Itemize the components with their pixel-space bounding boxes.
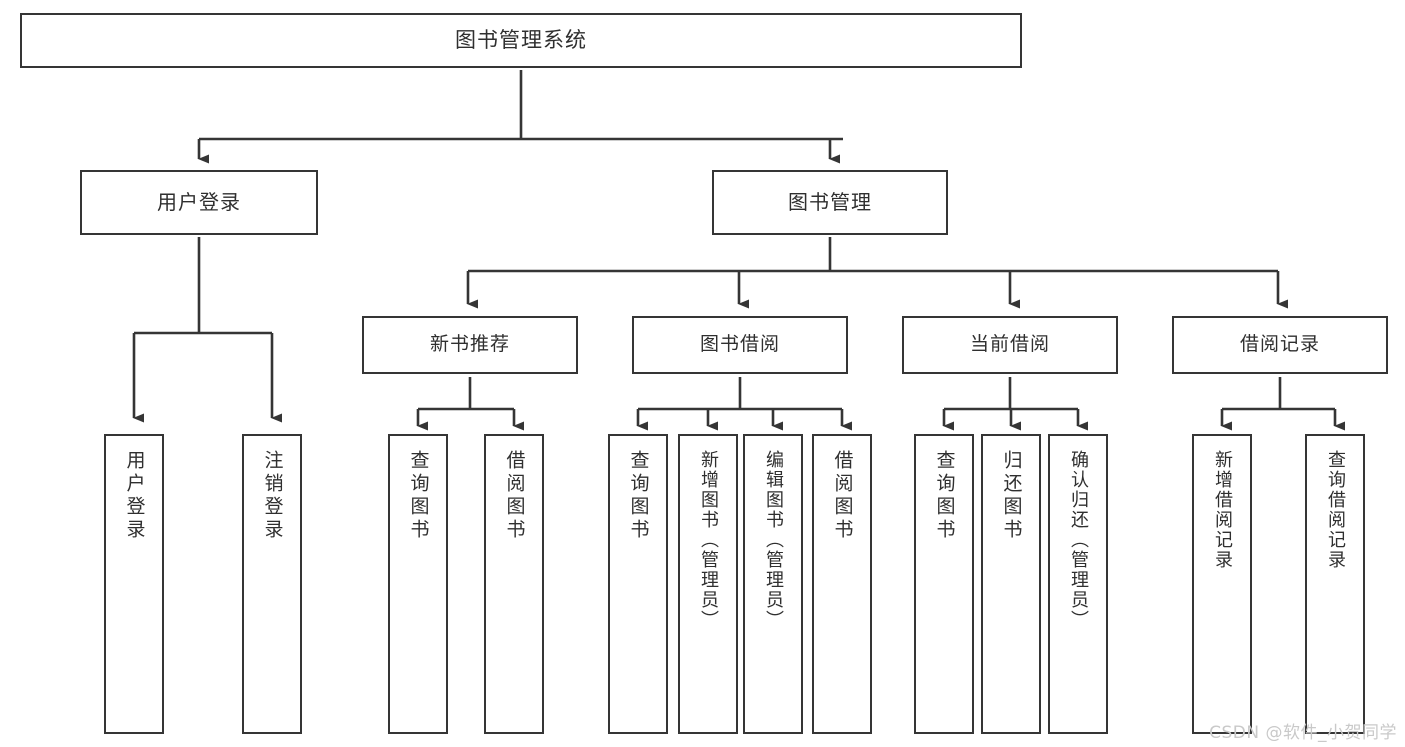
node-leaf-add-book[interactable]: 新增图书（管理员） xyxy=(678,434,738,734)
csdn-watermark: CSDN @软件_小贺同学 xyxy=(1209,723,1397,743)
node-leaf-query-record[interactable]: 查询借阅记录 xyxy=(1305,434,1365,734)
node-root-system[interactable]: 图书管理系统 xyxy=(20,13,1022,68)
node-user-login[interactable]: 用户登录 xyxy=(80,170,318,235)
node-label: 编辑图书（管理员） xyxy=(763,450,784,630)
node-label: 图书借阅 xyxy=(699,333,780,356)
node-label: 查询图书 xyxy=(407,450,430,542)
node-label: 查询图书 xyxy=(933,450,956,542)
node-leaf-confirm-return[interactable]: 确认归还（管理员） xyxy=(1048,434,1108,734)
node-leaf-logout[interactable]: 注销登录 xyxy=(242,434,302,734)
node-new-book-rec[interactable]: 新书推荐 xyxy=(362,316,578,374)
node-label: 新增借阅记录 xyxy=(1212,450,1233,570)
node-leaf-borrow-book-1[interactable]: 借阅图书 xyxy=(484,434,544,734)
node-label: 查询借阅记录 xyxy=(1325,450,1346,570)
node-label: 归还图书 xyxy=(1000,450,1023,542)
node-label: 图书管理系统 xyxy=(455,28,587,53)
node-leaf-add-record[interactable]: 新增借阅记录 xyxy=(1192,434,1252,734)
node-label: 确认归还（管理员） xyxy=(1068,450,1089,630)
node-label: 用户登录 xyxy=(123,450,146,542)
node-book-manage[interactable]: 图书管理 xyxy=(712,170,948,235)
node-label: 当前借阅 xyxy=(969,333,1050,356)
node-label: 新书推荐 xyxy=(429,333,510,356)
node-label: 注销登录 xyxy=(261,450,284,542)
node-label: 借阅图书 xyxy=(503,450,526,542)
node-label: 用户登录 xyxy=(157,190,241,214)
node-label: 借阅图书 xyxy=(831,450,854,542)
node-book-borrow[interactable]: 图书借阅 xyxy=(632,316,848,374)
node-leaf-login[interactable]: 用户登录 xyxy=(104,434,164,734)
node-label: 查询图书 xyxy=(627,450,650,542)
node-leaf-borrow-book-2[interactable]: 借阅图书 xyxy=(812,434,872,734)
node-leaf-edit-book[interactable]: 编辑图书（管理员） xyxy=(743,434,803,734)
node-leaf-query-book-3[interactable]: 查询图书 xyxy=(914,434,974,734)
node-current-borrow[interactable]: 当前借阅 xyxy=(902,316,1118,374)
node-leaf-query-book-2[interactable]: 查询图书 xyxy=(608,434,668,734)
node-leaf-return-book[interactable]: 归还图书 xyxy=(981,434,1041,734)
node-label: 新增图书（管理员） xyxy=(698,450,719,630)
node-label: 图书管理 xyxy=(788,190,872,214)
node-leaf-query-book-1[interactable]: 查询图书 xyxy=(388,434,448,734)
node-label: 借阅记录 xyxy=(1239,333,1320,356)
node-borrow-record[interactable]: 借阅记录 xyxy=(1172,316,1388,374)
